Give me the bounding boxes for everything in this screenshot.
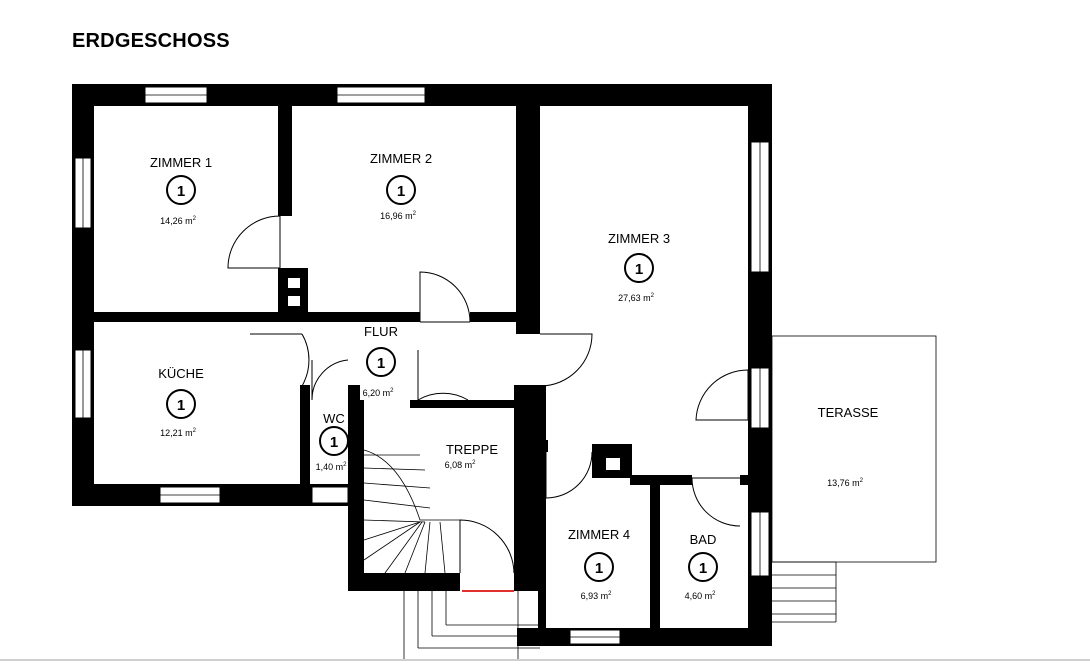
terrace xyxy=(771,335,937,623)
wall-z1-kueche xyxy=(72,312,302,322)
svg-text:TREPPE: TREPPE xyxy=(446,442,498,457)
room-zimmer2: ZIMMER 2 1 16,96 m2 xyxy=(370,151,432,221)
shaft-2 xyxy=(288,296,300,306)
wall-z3-bottom-2 xyxy=(630,475,692,485)
door-z4 xyxy=(545,451,593,499)
door-flur-left xyxy=(250,333,310,387)
wall-z2-z3 xyxy=(516,106,540,334)
door-z3-right xyxy=(695,369,749,421)
door-treppe xyxy=(417,350,469,401)
svg-text:14,26 m2: 14,26 m2 xyxy=(160,216,197,226)
svg-text:27,63 m2: 27,63 m2 xyxy=(618,293,655,303)
entrance-steps xyxy=(403,591,540,661)
shaft-3 xyxy=(606,458,620,470)
svg-text:6,20 m2: 6,20 m2 xyxy=(363,388,395,398)
svg-text:BAD: BAD xyxy=(690,532,717,547)
page-title: ERDGESCHOSS xyxy=(72,30,230,52)
room-zimmer4: ZIMMER 4 1 6,93 m2 xyxy=(568,527,630,601)
wall-stair-right xyxy=(514,385,540,591)
svg-text:FLUR: FLUR xyxy=(364,324,398,339)
wall-wc-right xyxy=(348,385,360,485)
room-zimmer3: ZIMMER 3 1 27,63 m2 xyxy=(608,231,670,303)
room-treppe: TREPPE 6,08 m2 xyxy=(445,442,499,470)
stairs xyxy=(363,449,462,574)
room-terasse: TERASSE 13,76 m2 xyxy=(818,405,879,488)
room-zimmer1: ZIMMER 1 1 14,26 m2 xyxy=(150,155,212,226)
wall-z1-z2 xyxy=(278,106,292,216)
svg-text:1: 1 xyxy=(377,355,385,372)
doors xyxy=(227,215,749,574)
shafts xyxy=(288,278,620,470)
door-z1 xyxy=(227,215,281,269)
svg-text:12,21 m2: 12,21 m2 xyxy=(160,428,197,438)
room-kueche: KÜCHE 1 12,21 m2 xyxy=(158,366,204,438)
svg-text:1,40 m2: 1,40 m2 xyxy=(316,462,348,472)
wall-z4-bad xyxy=(650,475,660,635)
svg-text:TERASSE: TERASSE xyxy=(818,405,879,420)
svg-text:4,60 m2: 4,60 m2 xyxy=(685,591,717,601)
wall-z1-z2-lower xyxy=(278,268,308,318)
window-wc-bottom xyxy=(311,486,349,504)
room-bad: BAD 1 4,60 m2 xyxy=(685,532,718,601)
wall-z3-bottom-3 xyxy=(740,475,750,485)
svg-text:6,93 m2: 6,93 m2 xyxy=(581,591,613,601)
svg-text:ZIMMER 2: ZIMMER 2 xyxy=(370,151,432,166)
svg-text:1: 1 xyxy=(330,434,338,451)
svg-text:WC: WC xyxy=(323,411,345,426)
door-bad xyxy=(691,477,741,527)
room-flur: FLUR 1 6,20 m2 xyxy=(363,324,398,398)
door-entrance xyxy=(459,519,515,574)
wall-z3-bottom-left xyxy=(538,440,548,452)
wall-outer-bottom-right xyxy=(517,628,772,646)
wall-kueche-wc xyxy=(300,385,310,485)
door-z2 xyxy=(419,271,471,323)
wall-outer-left xyxy=(72,84,94,506)
room-wc: WC 1 1,40 m2 xyxy=(316,411,349,472)
svg-text:1: 1 xyxy=(397,183,405,200)
wall-stair-bottom xyxy=(348,573,460,591)
wall-flur-top-right xyxy=(470,312,540,322)
door-z3 xyxy=(539,333,593,387)
svg-text:1: 1 xyxy=(699,560,707,577)
svg-text:KÜCHE: KÜCHE xyxy=(158,366,204,381)
svg-text:6,08 m2: 6,08 m2 xyxy=(445,460,477,470)
svg-text:ZIMMER 3: ZIMMER 3 xyxy=(608,231,670,246)
shaft-1 xyxy=(288,278,300,288)
svg-text:ZIMMER 1: ZIMMER 1 xyxy=(150,155,212,170)
wall-z3-z4-left xyxy=(538,385,546,635)
svg-text:1: 1 xyxy=(635,261,643,278)
svg-text:13,76 m2: 13,76 m2 xyxy=(827,478,864,488)
svg-text:1: 1 xyxy=(595,560,603,577)
svg-text:1: 1 xyxy=(177,183,185,200)
wall-flur-bottom xyxy=(410,400,540,408)
svg-text:1: 1 xyxy=(177,397,185,414)
svg-text:ZIMMER 4: ZIMMER 4 xyxy=(568,527,630,542)
door-wc xyxy=(311,359,349,401)
wall-flur-top-left xyxy=(300,312,420,322)
svg-text:16,96 m2: 16,96 m2 xyxy=(380,211,417,221)
